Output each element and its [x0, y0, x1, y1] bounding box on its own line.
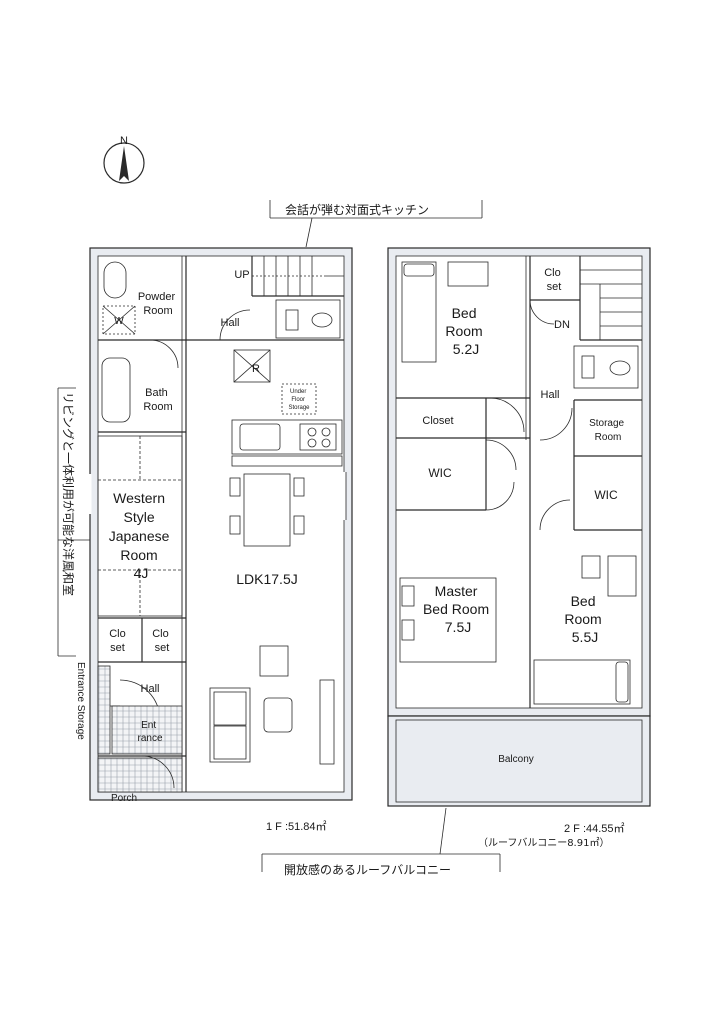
western-label-4: Room: [120, 547, 157, 563]
stairs-f2: [580, 269, 642, 341]
closet1-label-1: Clo: [109, 628, 126, 640]
wic1-label: WIC: [428, 466, 452, 480]
bed2-label-3: 5.5J: [572, 629, 598, 645]
svg-text:Under Floor Storage: Under Floor Storage: [288, 389, 310, 411]
storage-label-1: Storage: [589, 418, 624, 429]
floor1: [88, 247, 353, 801]
roof-balcony-area: （ルーフバルコニー8.91㎡）: [478, 837, 609, 849]
up-label: UP: [234, 269, 249, 281]
western-label-3: Japanese: [109, 528, 170, 544]
master-label-3: 7.5J: [445, 619, 471, 635]
closet-top-label-1: Clo: [544, 267, 561, 279]
floor1-area: 1 F :51.84㎡: [266, 820, 327, 833]
bed1-label-1: Bed: [452, 305, 477, 321]
western-label-1: Western: [113, 490, 165, 506]
under-floor-label-1: Under: [290, 389, 306, 395]
svg-text:Bath Room: Bath Room: [143, 387, 172, 413]
hall-top-label: Hall: [221, 317, 240, 329]
under-floor-label-3: Storage: [288, 405, 310, 411]
svg-text:Master Bed Room 7.5J: Master Bed Room 7.5J: [423, 583, 493, 635]
western-label-2: Style: [123, 509, 154, 525]
stairs-f1: [252, 256, 344, 296]
closet2-label-1: Clo: [152, 628, 169, 640]
svg-text:Bed Room 5.5J: Bed Room 5.5J: [564, 593, 605, 645]
entrance-label-1: Ent: [141, 720, 156, 731]
kitchen-caption: 会話が弾む対面式キッチン: [269, 200, 483, 248]
closet-label: Closet: [422, 415, 453, 427]
floor2: [387, 247, 651, 807]
closet-top-label-2: set: [547, 281, 562, 293]
porch-label: Porch: [111, 793, 137, 804]
floor2-area: 2 F :44.55㎡: [564, 822, 625, 835]
svg-text:Western Style Japanese: Western Style Japanese Room 4J: [109, 490, 174, 581]
entrance-label-2: rance: [137, 733, 162, 744]
kitchen-caption-text: 会話が弾む対面式キッチン: [285, 202, 429, 217]
svg-text:Clo set Clo set: Clo set Clo set: [109, 628, 172, 654]
refrigerator-label: R: [252, 363, 260, 375]
svg-text:Clo set: Clo set: [544, 267, 564, 293]
bed1-label-3: 5.2J: [453, 341, 479, 357]
balcony-label: Balcony: [498, 754, 534, 765]
north-label: N: [120, 135, 128, 147]
svg-text:Ent rance: Ent rance: [137, 720, 162, 744]
bath-room-label-1: Bath: [145, 387, 168, 399]
master-label-2: Bed Room: [423, 601, 489, 617]
hall-f2-label: Hall: [541, 389, 560, 401]
svg-text:Powder Room: Powder Room: [138, 291, 178, 317]
bed2-label-2: Room: [564, 611, 601, 627]
bed2-label-1: Bed: [571, 593, 596, 609]
roof-balcony-caption: 開放感のあるルーフバルコニー: [261, 807, 501, 877]
w-label: W: [114, 316, 124, 327]
closet2-label-2: set: [155, 642, 170, 654]
closet1-label-2: set: [110, 642, 125, 654]
wic2-label: WIC: [594, 488, 618, 502]
dn-label: DN: [554, 319, 570, 331]
powder-room-label-2: Room: [143, 305, 172, 317]
ldk-label: LDK17.5J: [236, 571, 297, 587]
roof-balcony-caption-text: 開放感のあるルーフバルコニー: [284, 862, 451, 877]
bed1-label-2: Room: [445, 323, 482, 339]
western-label-5: 4J: [134, 565, 149, 581]
svg-text:Bed Room 5.2J: Bed Room 5.2J: [445, 305, 486, 357]
entrance-storage-label: Entrance Storage: [75, 662, 86, 740]
powder-room-label-1: Powder: [138, 291, 176, 303]
hall-entry-label: Hall: [141, 683, 160, 695]
living-caption-text: リビングと一体利用が可能な洋風和室: [61, 392, 76, 596]
compass: N: [103, 135, 145, 184]
svg-text:Storage Room: Storage Room: [589, 418, 627, 443]
bath-room-label-2: Room: [143, 401, 172, 413]
master-label-1: Master: [435, 583, 478, 599]
storage-label-2: Room: [595, 432, 622, 443]
living-caption: リビングと一体利用が可能な洋風和室: [57, 387, 90, 657]
under-floor-label-2: Floor: [291, 397, 305, 403]
